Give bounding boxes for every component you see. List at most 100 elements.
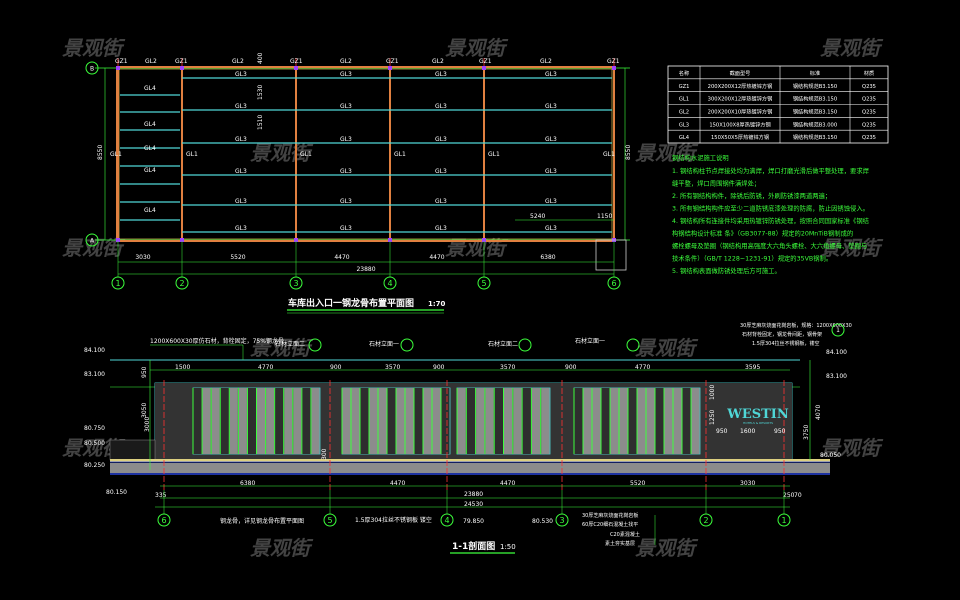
watermark: 景观街 [820, 36, 884, 60]
dim-text: 3595 [745, 364, 760, 371]
callout-bubble [831, 323, 845, 337]
axis-bubble-b [85, 61, 99, 75]
panel-slat [541, 410, 550, 432]
label-gl1: GL1 [300, 151, 312, 158]
panel-slat [441, 388, 450, 410]
dim-text: 335 [155, 492, 167, 499]
label-gl3: GL3 [435, 168, 447, 175]
panel-slat [691, 432, 700, 454]
right-note: 1.5厚304拉丝不锈钢板，镂空 [752, 340, 820, 347]
panel-slat [229, 432, 238, 454]
planting-area [109, 439, 156, 461]
label-gl3: GL3 [340, 71, 352, 78]
panel-slat [302, 410, 311, 432]
label-gl3: GL3 [340, 225, 352, 232]
label-gl2: GL2 [340, 58, 352, 65]
dim-text: 250 [783, 492, 795, 499]
grid-bubble [777, 513, 791, 527]
panel-slat [229, 388, 238, 410]
panel-slat [284, 432, 293, 454]
panel-slat [592, 432, 601, 454]
panel-slat [202, 388, 211, 410]
panel-slat [541, 388, 550, 410]
panel-slat [193, 388, 202, 410]
panel-slat [466, 432, 476, 454]
label-gl3: GL3 [545, 225, 557, 232]
table-cell: Q235 [862, 97, 876, 103]
panel-slat [238, 388, 247, 410]
dim-text-vertical: 3000 [144, 417, 151, 432]
panel-slat [266, 432, 275, 454]
panel-slat [513, 388, 522, 410]
callout-number: 1 [836, 327, 840, 334]
panel-slat [284, 388, 293, 410]
panel-slat [369, 432, 378, 454]
grid-number: 1 [781, 516, 786, 525]
grid-number: 3 [293, 279, 298, 288]
table-cell: 钢结构规范B3.150 [793, 95, 837, 103]
panel-slat [601, 388, 610, 410]
grid-bubble [157, 513, 171, 527]
dim-text: 4470 [390, 480, 405, 487]
grid-bubble [477, 276, 491, 290]
column-node [388, 238, 392, 242]
panel-slat [405, 410, 414, 432]
label-gl3: GL3 [545, 168, 557, 175]
panel-slat [682, 432, 691, 454]
grid-number: 2 [179, 279, 184, 288]
layer-label: 30厚芝麻灰烧面花岗岩板 [582, 512, 638, 519]
panel-slat [673, 388, 682, 410]
label-gl3: GL3 [235, 71, 247, 78]
label-gz1: GZ1 [290, 58, 303, 65]
panel-slat [432, 410, 441, 432]
label-gl3: GL3 [340, 168, 352, 175]
grid-bubble [607, 276, 621, 290]
column-node [482, 238, 486, 242]
callout-bubble [308, 338, 322, 352]
watermark: 景观街 [820, 236, 884, 260]
panel-slat [423, 432, 432, 454]
label-gl3: GL3 [435, 198, 447, 205]
layer-label: 素土夯实基层 [605, 540, 635, 547]
label-gl2: GL2 [432, 58, 444, 65]
elevation-level: 84.100 [826, 349, 847, 356]
grid-number: 5 [327, 516, 332, 525]
dim-text: 4770 [258, 364, 273, 371]
dim-text: 6380 [240, 480, 255, 487]
callout-label: 石材立面二 [275, 340, 305, 348]
plan-top-labels: GZ1 GL2 GZ1 GL2 GZ1 GL2 GZ1 GL2 GZ1 GL2 … [97, 52, 632, 220]
westin-logo-subtitle: HOTELS & RESORTS [743, 421, 773, 425]
right-note: 30厚芝麻灰烧面花岗岩板，规格：1200X600X30 [740, 322, 852, 329]
elevation-level: 84.100 [84, 347, 105, 354]
dim-text: 70 [794, 492, 802, 499]
panel-slat [360, 432, 369, 454]
panel-slat [211, 388, 220, 410]
panel-slat [293, 410, 302, 432]
panel-slat [646, 388, 655, 410]
table-cell: 200X200X12厚热镀锌方钢 [708, 82, 773, 90]
grid-number: 2 [703, 516, 708, 525]
note-line: 4. 钢结构所有连接件均采用热镀锌防锈处理，按照合同国家标准《钢结 [672, 216, 869, 225]
panel-slat [378, 432, 387, 454]
axis-label-a: A [90, 238, 95, 245]
panel-slat [247, 388, 256, 410]
label-gl4: GL4 [144, 167, 156, 174]
dim-text: 6380 [540, 254, 555, 261]
section-annotations: 1200X600X30厚仿石材，背栓固定，75%钢龙骨 石材立面二 石材立面一 … [150, 322, 852, 360]
panel-slat [494, 388, 503, 410]
panel-slat [531, 388, 541, 410]
panel-slat [202, 432, 211, 454]
panel-slat [247, 410, 256, 432]
section-title: 1-1剖面图 1:50 [450, 540, 516, 554]
dim-text: 4470 [429, 254, 444, 261]
table-cell: GL1 [679, 97, 689, 103]
table-cell: Q235 [862, 84, 876, 90]
panel-slat [646, 432, 655, 454]
panel-slat [220, 410, 229, 432]
panel-slat [369, 410, 378, 432]
table-header: 名称 [679, 69, 689, 77]
label-gl2: GL2 [145, 58, 157, 65]
watermark: 景观街 [635, 536, 699, 560]
